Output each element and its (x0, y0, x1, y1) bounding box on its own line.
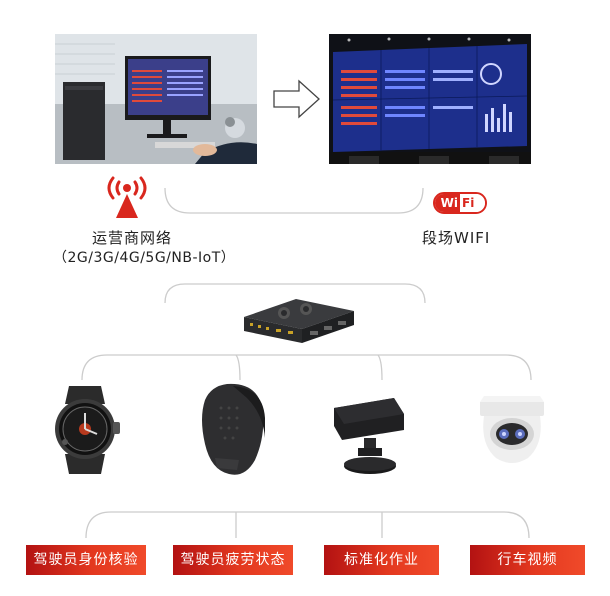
video-wall-illustration (329, 34, 531, 164)
carrier-network-label: 运营商网络 (92, 229, 173, 247)
output-driving-video: 行车视频 (470, 545, 585, 575)
smartwatch-icon (55, 386, 120, 474)
output-driver-fatigue: 驾驶员疲劳状态 (173, 545, 293, 575)
fatigue-sensor-icon (202, 383, 265, 475)
wifi-badge-left: Wi (435, 194, 460, 212)
desktop-illustration (55, 34, 257, 164)
dome-camera-icon (480, 396, 544, 463)
gateway-device-icon (244, 299, 354, 343)
carrier-network-sub: （2G/3G/4G/5G/NB-IoT） (53, 250, 236, 266)
output-driver-identity: 驾驶员身份核验 (26, 545, 146, 575)
output-standard-operation: 标准化作业 (324, 545, 439, 575)
video-wall-photo (329, 34, 531, 164)
wifi-badge-right: Fi (460, 194, 485, 212)
desktop-photo (55, 34, 257, 164)
wifi-icon: Wi Fi (433, 192, 487, 214)
cell-tower-icon (107, 176, 147, 218)
wifi-label: 段场WIFI (422, 229, 491, 247)
adas-camera-icon (334, 398, 404, 474)
